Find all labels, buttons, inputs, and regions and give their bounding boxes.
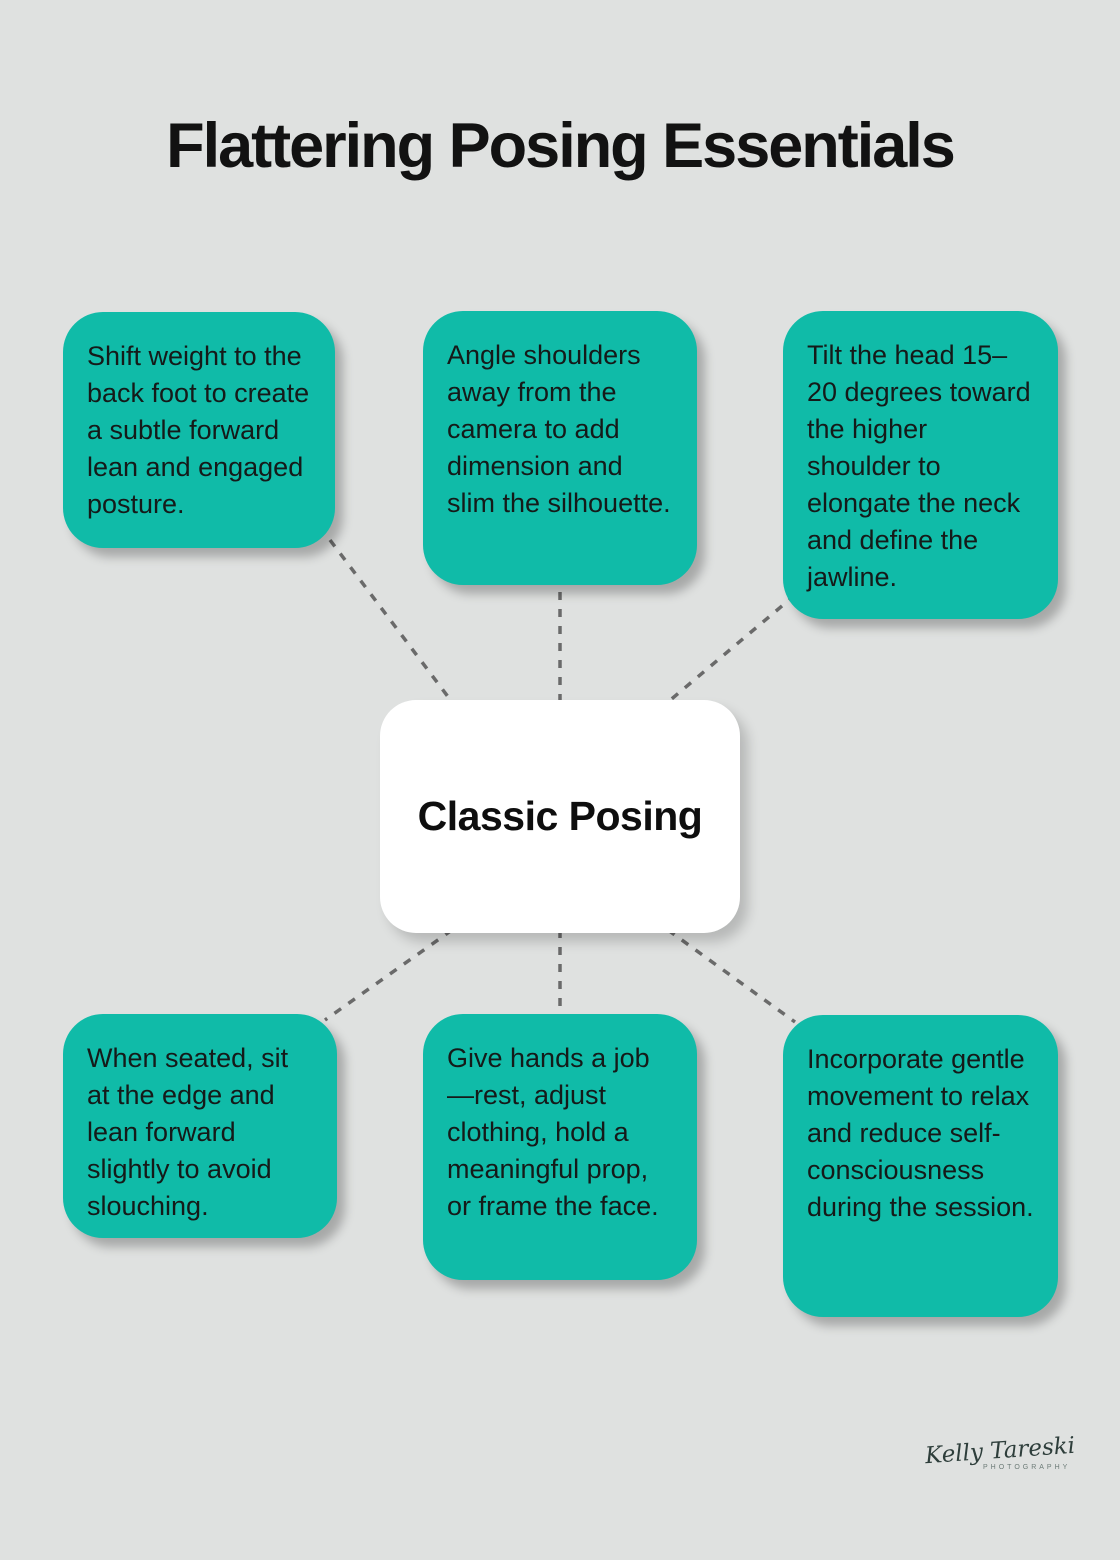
node-bottom-left: When seated, sit at the edge and lean fo… <box>63 1014 337 1238</box>
node-top-center-text: Angle shoulders away from the camera to … <box>447 340 671 518</box>
node-top-center: Angle shoulders away from the camera to … <box>423 311 697 585</box>
node-bottom-right: Incorporate gentle movement to relax and… <box>783 1015 1058 1317</box>
connector-line-top-right <box>666 593 797 704</box>
signature: Kelly Tareski PHOTOGRAPHY <box>924 1433 1076 1471</box>
node-bottom-left-text: When seated, sit at the edge and lean fo… <box>87 1043 289 1221</box>
center-node-label: Classic Posing <box>417 793 703 839</box>
center-node: Classic Posing <box>380 700 740 933</box>
node-bottom-right-text: Incorporate gentle movement to relax and… <box>807 1044 1034 1222</box>
signature-subtitle: PHOTOGRAPHY <box>983 1464 1071 1471</box>
page-title: Flattering Posing Essentials <box>166 111 956 181</box>
node-top-left: Shift weight to the back foot to create … <box>63 312 335 548</box>
connector-line-bottom-right <box>666 928 797 1024</box>
node-top-right-text: Tilt the head 15–20 degrees toward the h… <box>807 340 1031 592</box>
node-bottom-center-text: Give hands a job—rest, adjust clothing, … <box>447 1043 659 1221</box>
node-top-right: Tilt the head 15–20 degrees toward the h… <box>783 311 1058 619</box>
node-bottom-center: Give hands a job—rest, adjust clothing, … <box>423 1014 697 1280</box>
node-top-left-text: Shift weight to the back foot to create … <box>87 341 310 519</box>
connector-line-bottom-left <box>323 928 454 1022</box>
